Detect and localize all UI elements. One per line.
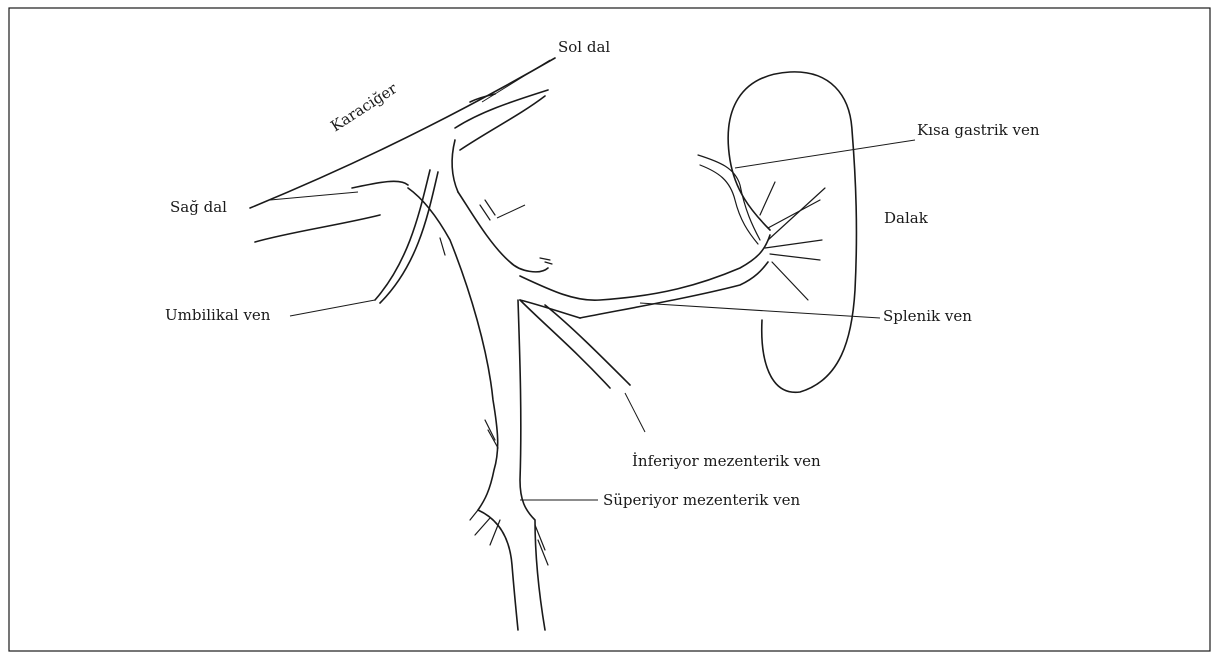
left-branch-wall-1 bbox=[455, 90, 548, 128]
trunk-tick-3 bbox=[440, 238, 445, 255]
label-superiyor: Süperiyor mezenterik ven bbox=[603, 491, 800, 509]
hilum-branch-4 bbox=[770, 254, 820, 260]
hilum-branch-3 bbox=[765, 240, 822, 248]
leader-sol-dal bbox=[482, 60, 550, 102]
hilum-branch-6 bbox=[760, 182, 775, 215]
label-kisa-gastrik: Kısa gastrik ven bbox=[917, 121, 1040, 139]
sm-branch-left-2 bbox=[475, 518, 490, 535]
splenic-tick-2 bbox=[545, 262, 552, 264]
label-karaciger: Karaciğer bbox=[327, 79, 400, 135]
trunk-tick-4 bbox=[485, 420, 495, 440]
hilum-branch-5 bbox=[772, 262, 808, 300]
short-gastric-wall-2 bbox=[700, 165, 758, 244]
label-dalak: Dalak bbox=[884, 209, 929, 227]
diagram-frame bbox=[9, 8, 1210, 651]
portal-upper-right-wall bbox=[452, 140, 458, 192]
leader-kisa-gastrik bbox=[735, 140, 915, 168]
trunk-tick-2 bbox=[485, 200, 495, 215]
splenic-vein-upper-wall bbox=[520, 235, 770, 300]
hilum-branch-1 bbox=[768, 188, 825, 240]
leader-trunk-tick bbox=[497, 205, 525, 218]
splenic-tick-1 bbox=[540, 258, 550, 260]
sm-branch-left-3 bbox=[490, 520, 500, 545]
liver-edge-upper bbox=[250, 58, 555, 208]
leader-umbilikal bbox=[290, 300, 375, 316]
label-sag-dal: Sağ dal bbox=[170, 198, 227, 216]
liver-edge-lower bbox=[255, 215, 380, 242]
portal-trunk-right-wall bbox=[458, 192, 548, 272]
liver-hook bbox=[470, 94, 495, 102]
leader-splenik bbox=[640, 303, 880, 318]
portal-trunk-right-wall-lower bbox=[518, 300, 545, 630]
label-sol-dal: Sol dal bbox=[558, 38, 610, 56]
hilum-branch-2 bbox=[768, 200, 820, 228]
spleen-outline bbox=[728, 72, 856, 392]
label-splenik: Splenik ven bbox=[883, 307, 972, 325]
label-inferiyor: İnferiyor mezenterik ven bbox=[632, 452, 821, 470]
leader-inferiyor bbox=[625, 393, 645, 432]
right-branch-wall bbox=[352, 181, 408, 188]
label-umbilikal: Umbilikal ven bbox=[165, 306, 271, 324]
trunk-tick-1 bbox=[480, 205, 490, 220]
sm-branch-left-1 bbox=[470, 510, 478, 520]
